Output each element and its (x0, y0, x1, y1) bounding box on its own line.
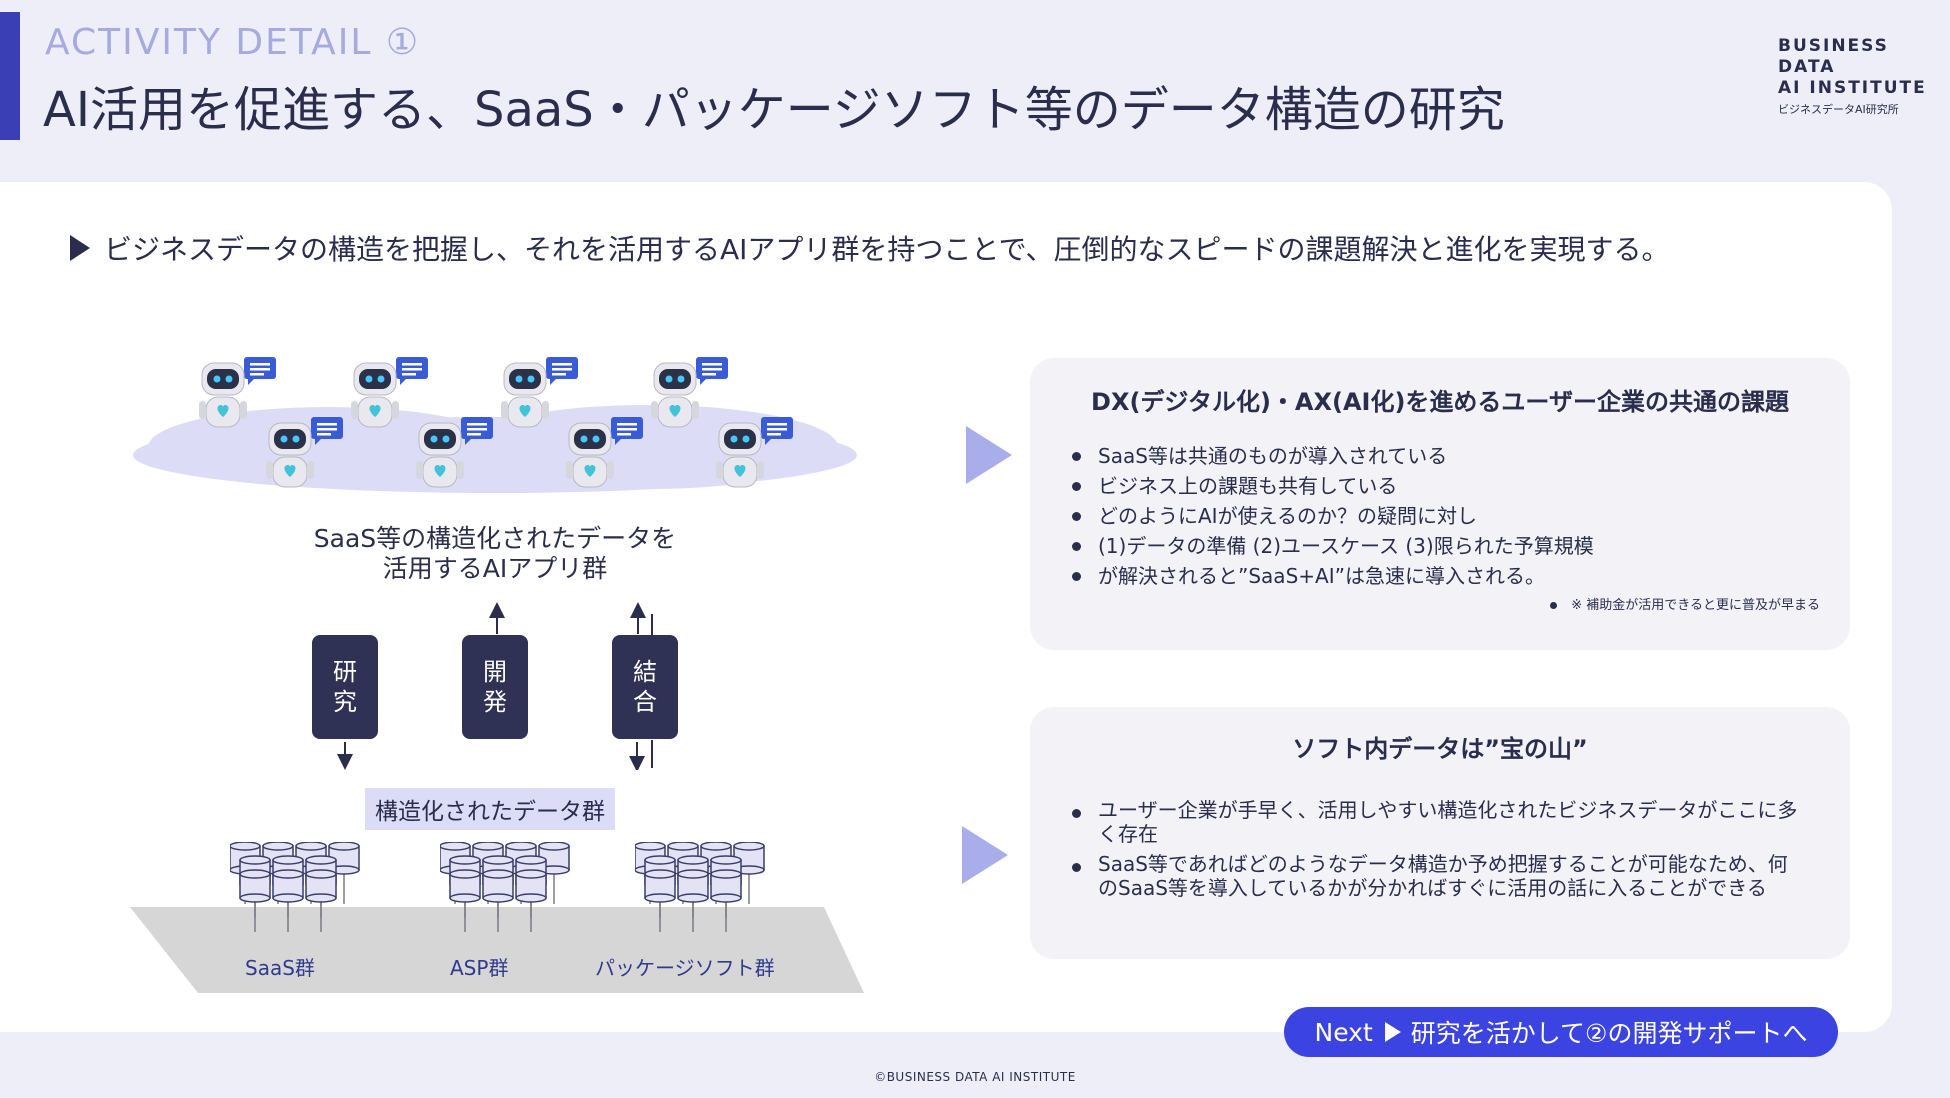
list-item: (1)データの準備 (2)ユースケース (3)限られた予算規模 (1068, 531, 1850, 561)
logo-subtitle: ビジネスデータAI研究所 (1778, 103, 1899, 116)
robot-icon (416, 417, 493, 488)
group-label-package: パッケージソフト群 (595, 956, 775, 980)
list-item: SaaS等であればどのようなデータ構造か予め把握することが可能なため、何のSaa… (1068, 852, 1800, 900)
logo-line-3: AI INSTITUTE (1778, 78, 1927, 98)
list-item: ビジネス上の課題も共有している (1068, 471, 1850, 501)
database-cluster-icon (440, 842, 570, 932)
group-label-asp: ASP群 (450, 956, 509, 980)
lead-text: ビジネスデータの構造を把握し、それを活用するAIアプリ群を持つことで、圧倒的なス… (104, 233, 1670, 266)
ai-apps-caption: SaaS等の構造化されたデータを 活用するAIアプリ群 (280, 524, 710, 584)
ai-caption-line-1: SaaS等の構造化されたデータを (313, 524, 677, 553)
op-research-label: 研究 (333, 658, 357, 716)
triangle-arrow-icon (966, 426, 1012, 484)
structured-data-label: 構造化されたデータ群 (365, 788, 615, 830)
ai-caption-line-2: 活用するAIアプリ群 (382, 554, 608, 583)
lead-statement: ビジネスデータの構造を把握し、それを活用するAIアプリ群を持つことで、圧倒的なス… (70, 228, 1669, 268)
brand-logo: BUSINESS DATA AI INSTITUTE ビジネスデータAI研究所 (1778, 36, 1948, 117)
robot-icon (501, 357, 578, 428)
robot-icon (351, 357, 428, 428)
database-cluster-icon (635, 842, 765, 932)
section-eyebrow: ACTIVITY DETAIL ① (45, 22, 421, 63)
data-platform (130, 907, 864, 993)
robot-icon (716, 417, 793, 488)
robot-icon (266, 417, 343, 488)
page-title: AI活用を促進する、SaaS・パッケージソフト等のデータ構造の研究 (43, 82, 1505, 138)
op-combine-label: 結合 (633, 658, 657, 716)
panel2-title: ソフト内データは”宝の山” (1292, 735, 1588, 763)
logo-line-2: DATA (1778, 57, 1836, 77)
flow-arrows (337, 602, 653, 770)
list-item: どのようにAIが使えるのか？の疑問に対し (1068, 501, 1850, 531)
footer-copyright: ©BUSINESS DATA AI INSTITUTE (874, 1070, 1076, 1084)
next-button[interactable]: Next 研究を活かして②の開発サポートへ (1284, 1007, 1838, 1057)
op-research-box: 研究 (312, 635, 378, 739)
logo-line-1: BUSINESS (1778, 36, 1889, 56)
robot-icon (566, 417, 643, 488)
robot-icon (199, 357, 276, 428)
robot-icon (651, 357, 728, 428)
panel1-bullets: SaaS等は共通のものが導入されている ビジネス上の課題も共有している どのよう… (1068, 441, 1850, 591)
header-accent-bar (0, 12, 20, 140)
list-item: SaaS等は共通のものが導入されている (1068, 441, 1850, 471)
op-develop-box: 開発 (462, 635, 528, 739)
group-label-saas: SaaS群 (245, 956, 315, 980)
common-issues-panel: DX(デジタル化)・AX(AI化)を進めるユーザー企業の共通の課題 SaaS等は… (1030, 358, 1850, 650)
op-develop-label: 開発 (483, 658, 507, 716)
next-label: 研究を活かして②の開発サポートへ (1410, 1019, 1808, 1048)
list-item: ユーザー企業が手早く、活用しやすい構造化されたビジネスデータがここに多く存在 (1068, 798, 1800, 846)
list-item: が解決されると”SaaS+AI”は急速に導入される。 (1068, 561, 1850, 591)
subsidy-note: ※ 補助金が活用できると更に普及が早まる (1550, 594, 1820, 613)
panel1-title: DX(デジタル化)・AX(AI化)を進めるユーザー企業の共通の課題 (1091, 388, 1789, 416)
treasure-data-panel: ソフト内データは”宝の山” ユーザー企業が手早く、活用しやすい構造化されたビジネ… (1030, 707, 1850, 959)
triangle-arrow-icon (962, 826, 1008, 884)
play-icon (1384, 1022, 1401, 1042)
next-prefix: Next (1314, 1017, 1373, 1047)
database-cluster-icon (230, 842, 360, 932)
triangle-bullet-icon (70, 235, 90, 261)
panel2-bullets: ユーザー企業が手早く、活用しやすい構造化されたビジネスデータがここに多く存在 S… (1068, 798, 1800, 900)
op-combine-box: 結合 (612, 635, 678, 739)
